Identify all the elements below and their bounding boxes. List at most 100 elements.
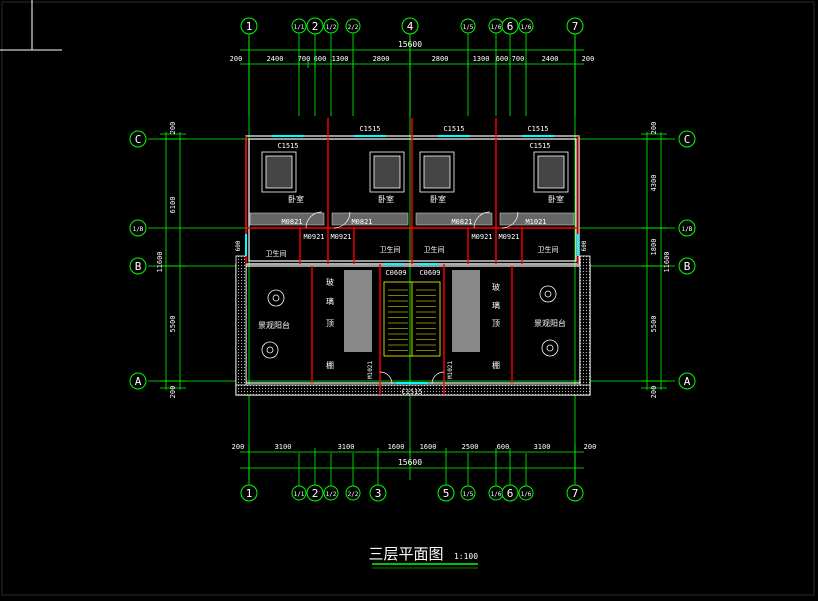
- drawing-title-block: 三层平面图 1:100: [368, 545, 478, 569]
- left-axis-bubbles: C 1/B B A: [129, 130, 147, 390]
- dimension-label: 700: [298, 55, 311, 63]
- axis-bubble: 1/6: [488, 18, 504, 116]
- dimension-label: 2400: [267, 55, 284, 63]
- axis-bubble: C: [678, 130, 696, 148]
- axis-bubble: 1/2: [323, 18, 339, 116]
- axis-bubble-label: 2/2: [348, 491, 359, 498]
- axis-bubble: 2: [306, 453, 324, 502]
- window-label: C1515: [443, 125, 464, 133]
- dimension-label: 200: [169, 122, 177, 135]
- balcony-furniture-right: [539, 285, 559, 357]
- wardrobe-strips: [249, 212, 575, 226]
- dimension-label: 2500: [462, 443, 479, 451]
- dimension-label: 600: [314, 55, 327, 63]
- axis-bubble-label: A: [684, 375, 691, 388]
- dimension-label: 3100: [338, 443, 355, 451]
- canopy-char: 顶: [326, 319, 334, 328]
- dimension-label: 1600: [388, 443, 405, 451]
- glass-canopy-text-right: 玻 璃 顶 棚: [492, 282, 500, 370]
- window-label: C1515: [359, 125, 380, 133]
- axis-bubble: 1: [240, 17, 258, 116]
- dimension-label: 3100: [275, 443, 292, 451]
- door-label: M0921: [303, 233, 324, 241]
- balcony-furniture-left: [261, 289, 285, 359]
- glass-canopy-text-left: 玻 璃 顶 棚: [326, 277, 334, 370]
- axis-bubble: 1/B: [129, 219, 147, 237]
- axis-bubble-label: A: [135, 375, 142, 388]
- dimension-label: 2400: [542, 55, 559, 63]
- axis-bubble: B: [678, 257, 696, 275]
- axis-bubble-label: 6: [507, 20, 514, 33]
- axis-bubble-label: 1/1: [294, 24, 305, 31]
- door-label: C0609: [419, 269, 440, 277]
- axis-bubble-label: 4: [407, 20, 414, 33]
- canopy-char: 棚: [326, 360, 334, 370]
- dimension-label: 200: [584, 443, 597, 451]
- axis-bubble: 2: [306, 17, 324, 116]
- dimension-label: 6100: [169, 197, 177, 214]
- axis-bubble-label: 1: [246, 20, 253, 33]
- room-labels: 卧室 卧室 卧室 卧室 卫生间 卫生间 卫生间 卫生间 景观阳台 景观阳台: [258, 194, 566, 330]
- dimension-label: 600: [581, 240, 588, 251]
- dimension-label: 1800: [650, 239, 658, 256]
- door-label: M0821: [351, 218, 372, 226]
- axis-bubble: 1/2: [323, 453, 339, 501]
- window-label: C1515: [527, 125, 548, 133]
- room-label-balcony: 景观阳台: [534, 318, 566, 328]
- axis-bubble-label: 2: [312, 20, 319, 33]
- canopy-char: 棚: [492, 360, 500, 370]
- dimension-label: 200: [582, 55, 595, 63]
- axis-bubble: 5: [437, 453, 455, 502]
- dimension-label: 5500: [650, 316, 658, 333]
- door-label: M0921: [330, 233, 351, 241]
- window-label: C1515: [401, 388, 422, 396]
- canopy-char: 顶: [492, 319, 500, 328]
- room-label-bathroom: 卫生间: [424, 245, 445, 254]
- axis-bubble: B: [129, 257, 147, 275]
- dimension-label: 1300: [332, 55, 349, 63]
- interior-partitions: [245, 118, 579, 395]
- axis-bubble: A: [129, 372, 147, 390]
- axis-bubble: 1/5: [460, 18, 476, 116]
- axis-bubble-label: 1/6: [521, 24, 532, 31]
- axis-bubble-label: C: [135, 133, 142, 146]
- axis-bubble-label: 6: [507, 487, 514, 500]
- axis-bubble-label: 1/2: [326, 491, 337, 498]
- room-label-balcony: 景观阳台: [258, 320, 290, 330]
- axis-bubble-label: 1/5: [463, 24, 474, 31]
- dimension-label: 200: [650, 122, 658, 135]
- canopy-char: 玻: [326, 277, 334, 287]
- window-label: C1515: [529, 142, 550, 150]
- door-label: C0609: [385, 269, 406, 277]
- door-label: M0921: [471, 233, 492, 241]
- axis-bubble-label: 1/2: [326, 24, 337, 31]
- dimension-label: 2800: [432, 55, 449, 63]
- window-labels: C1515 C1515 C1515 C1515 C1515 C1515: [277, 125, 550, 396]
- axis-bubble-label: 1/B: [133, 226, 144, 233]
- dimension-label: 700: [512, 55, 525, 63]
- axis-bubble: 7: [566, 17, 584, 116]
- axis-bubble-label: B: [684, 260, 691, 273]
- room-label-bathroom: 卫生间: [380, 245, 401, 254]
- dimension-label: 1300: [473, 55, 490, 63]
- axis-bubble-label: 2/2: [348, 24, 359, 31]
- axis-bubble: 7: [566, 453, 584, 502]
- axis-bubble: 4: [401, 17, 419, 116]
- dimension-label: 3100: [534, 443, 551, 451]
- axis-bubble-label: 1/5: [463, 491, 474, 498]
- window-label: C1515: [277, 142, 298, 150]
- axis-bubble-label: 1/6: [491, 491, 502, 498]
- axis-bubble-label: 1/6: [521, 491, 532, 498]
- axis-bubble-label: 1/1: [294, 491, 305, 498]
- axis-bubble-label: 5: [443, 487, 450, 500]
- dimension-label: 5500: [169, 316, 177, 333]
- axis-bubble-label: 1: [246, 487, 253, 500]
- axis-bubble: 3: [369, 453, 387, 502]
- drawing-scale: 1:100: [454, 552, 478, 561]
- axis-bubble: 1: [240, 453, 258, 502]
- room-label-bathroom: 卫生间: [266, 249, 287, 258]
